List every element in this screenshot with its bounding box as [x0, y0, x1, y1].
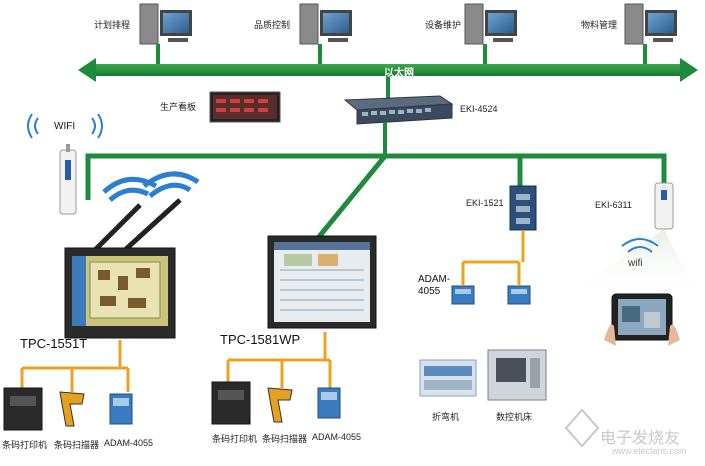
adam-module-1 [451, 285, 475, 305]
production-board-label: 生产看板 [160, 102, 197, 112]
peripheral-label: ADAM-4055 [104, 438, 154, 448]
gateway-eki-1521 [509, 185, 537, 231]
barcode-printer-left [3, 387, 43, 431]
barcode-printer-mid [211, 381, 251, 425]
cnc-machine-image [487, 349, 547, 401]
pc-tower-icon [299, 3, 319, 45]
peripheral-label: 条码扫描器 [262, 434, 308, 444]
arrow-right-icon [680, 58, 698, 82]
adam-label-line2: 4055 [418, 286, 441, 297]
ap-label: EKI-6311 [595, 200, 632, 210]
workstation-label: 计划排程 [94, 20, 131, 30]
wifi-cone-label: wifi [628, 258, 643, 269]
workstation-label: 设备维护 [425, 20, 462, 30]
panel-label: TPC-1551T [20, 336, 88, 351]
ethernet-label: 以太网 [384, 68, 414, 79]
peripheral-label: ADAM-4055 [312, 432, 362, 442]
wifi-label: WIFI [54, 121, 76, 132]
workstation-links [156, 44, 647, 66]
panel-tpc-1581wp [267, 235, 377, 329]
gateway-label: EKI-1521 [466, 198, 504, 208]
adam-module-2 [507, 285, 531, 305]
peripheral-label: 条码打印机 [212, 434, 258, 444]
adam-mid [317, 387, 341, 419]
wireless-signal-icon [102, 171, 200, 202]
workstation-1 [139, 3, 192, 45]
ap-eki-6311 [654, 182, 674, 230]
peripheral-label: 条码扫描器 [54, 440, 100, 450]
barcode-scanner-mid [267, 387, 293, 423]
workstation-label: 品质控制 [254, 20, 291, 30]
panel-tpc-1551t [64, 171, 200, 339]
panel-label: TPC-1581WP [220, 332, 301, 347]
ethernet-backbone [78, 58, 698, 82]
serial-links-gateway [461, 230, 525, 286]
pc-tower-icon [139, 3, 159, 45]
barcode-scanner-left [59, 391, 85, 427]
pc-tower-icon [624, 3, 644, 45]
adam-left [109, 393, 133, 425]
workstation-label: 物料管理 [581, 20, 618, 30]
machine-label: 数控机床 [496, 412, 533, 422]
workstation-4 [624, 3, 677, 45]
wifi-coverage-cone [560, 229, 700, 300]
serial-links-left [20, 340, 130, 392]
watermark-text: 电子发烧友 [600, 428, 681, 447]
machine-label: 折弯机 [432, 412, 460, 422]
workstation-3 [464, 3, 517, 45]
arrow-left-icon [78, 58, 96, 82]
wifi-signal-icon [621, 238, 659, 253]
press-brake-image [419, 359, 477, 397]
peripheral-label: 条码打印机 [2, 440, 48, 450]
watermark-logo [564, 408, 600, 448]
adam-label-line1: ADAM- [418, 274, 451, 285]
antenna-icon [93, 203, 142, 252]
production-board [209, 91, 281, 123]
pc-tower-icon [464, 3, 484, 45]
wifi-waves-icon [27, 113, 103, 139]
switch-eki-4524 [343, 95, 454, 125]
antenna-icon [123, 198, 182, 252]
wifi-access-point [59, 144, 77, 215]
workstation-2 [299, 3, 352, 45]
switch-label: EKI-4524 [460, 104, 498, 114]
tablet-icon [604, 293, 680, 346]
field-bus [85, 153, 667, 240]
watermark-url: www.elecfans.com [612, 446, 687, 456]
serial-links-mid [226, 332, 332, 388]
